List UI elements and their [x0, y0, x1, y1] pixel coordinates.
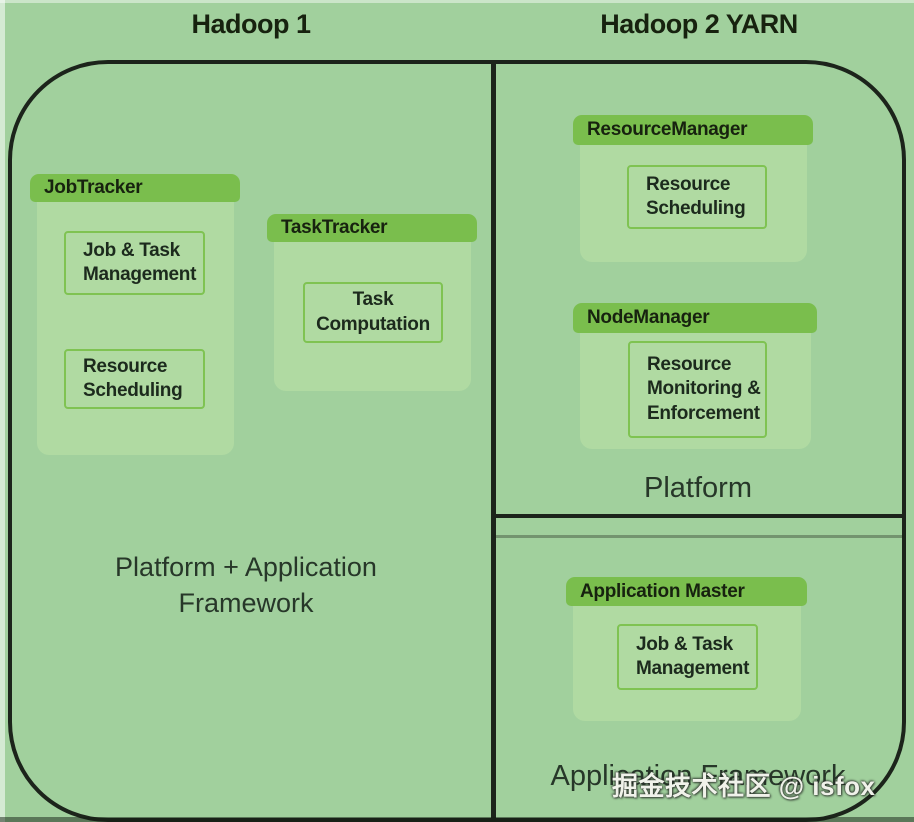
nodemanager-box: NodeManager Resource Monitoring & Enforc… — [573, 303, 817, 449]
nodemanager-header: NodeManager — [573, 303, 817, 333]
vertical-divider — [491, 62, 496, 818]
application-master-header: Application Master — [566, 577, 807, 606]
resource-scheduling-box-yarn: Resource Scheduling — [627, 165, 767, 229]
watermark: 掘金技术社区 @ isfox — [612, 771, 876, 801]
tasktracker-header: TaskTracker — [267, 214, 477, 242]
jobtracker-box: JobTracker Job & Task Management Resourc… — [30, 174, 240, 455]
tasktracker-box: TaskTracker Task Computation — [267, 214, 477, 391]
application-master-box: Application Master Job & Task Management — [566, 577, 807, 721]
task-computation-box: Task Computation — [303, 282, 443, 343]
resource-scheduling-box-h1: Resource Scheduling — [64, 349, 205, 409]
top-edge-highlight — [0, 0, 914, 3]
platform-caption: Platform — [644, 472, 752, 504]
resourcemanager-header: ResourceManager — [573, 115, 813, 145]
left-edge-highlight — [0, 0, 5, 822]
resourcemanager-box: ResourceManager Resource Scheduling — [573, 115, 813, 262]
application-framework-caption: Application Framework — [550, 760, 846, 792]
hadoop1-caption: Platform + Application Framework — [115, 552, 377, 619]
hadoop1-title: Hadoop 1 — [191, 9, 311, 39]
resource-monitoring-enforcement-box: Resource Monitoring & Enforcement — [628, 341, 767, 438]
bottom-edge-shadow — [0, 817, 914, 822]
jobtracker-header: JobTracker — [30, 174, 240, 202]
job-task-management-box-yarn: Job & Task Management — [617, 624, 758, 690]
hadoop2-title: Hadoop 2 YARN — [600, 9, 798, 39]
right-horizontal-divider-secondary — [494, 535, 904, 538]
right-horizontal-divider — [494, 514, 904, 518]
job-task-management-box: Job & Task Management — [64, 231, 205, 295]
